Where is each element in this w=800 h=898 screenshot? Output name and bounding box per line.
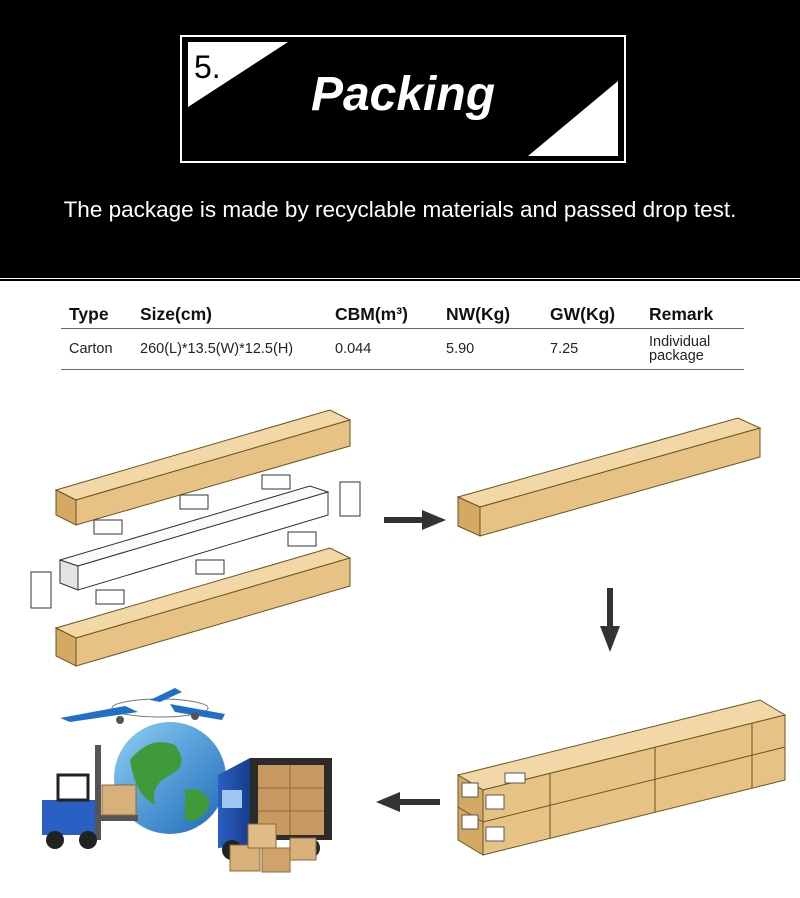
- column-header-gw: GW(Kg): [542, 300, 641, 329]
- step-number: 5.: [194, 49, 221, 85]
- truck-icon: [218, 758, 332, 860]
- single-carton-icon: [456, 417, 762, 537]
- column-header-nw: NW(Kg): [438, 300, 542, 329]
- title-frame: 5. Packing: [180, 35, 626, 163]
- cell-cbm: 0.044: [327, 328, 438, 370]
- table-row: Carton 260(L)*13.5(W)*12.5(H) 0.044 5.90…: [61, 328, 744, 370]
- airplane-icon: [60, 688, 225, 724]
- header-banner: 5. Packing The package is made by recycl…: [0, 0, 800, 278]
- header-divider: [0, 279, 800, 281]
- corner-triangle-bottom-right: [528, 81, 618, 156]
- column-header-cbm: CBM(m³): [327, 300, 438, 329]
- carton-bundle-icon: [456, 699, 787, 856]
- cell-type: Carton: [61, 328, 132, 370]
- column-header-remark: Remark: [641, 300, 744, 329]
- cell-size: 260(L)*13.5(W)*12.5(H): [132, 328, 327, 370]
- table-header-row: Type Size(cm) CBM(m³) NW(Kg) GW(Kg) Rema…: [61, 300, 744, 329]
- column-header-size: Size(cm): [132, 300, 327, 329]
- globe-icon: [114, 722, 226, 834]
- spec-table: Type Size(cm) CBM(m³) NW(Kg) GW(Kg) Rema…: [61, 300, 744, 370]
- column-header-type: Type: [61, 300, 132, 329]
- arrow-down-icon: [600, 588, 620, 652]
- cell-remark: Individual package: [641, 328, 744, 370]
- page-title: Packing: [310, 68, 496, 121]
- boxes-icon: [229, 823, 317, 873]
- cell-gw: 7.25: [542, 328, 641, 370]
- arrow-left-icon: [376, 792, 440, 812]
- corner-triangle-top-left: [188, 42, 288, 107]
- carton-exploded-icon: [30, 409, 361, 667]
- page-subtitle: The package is made by recyclable materi…: [63, 197, 737, 222]
- arrow-right-icon: [384, 510, 446, 530]
- forklift-icon: [42, 745, 138, 849]
- shipping-logistics-icon: [42, 688, 332, 873]
- cell-nw: 5.90: [438, 328, 542, 370]
